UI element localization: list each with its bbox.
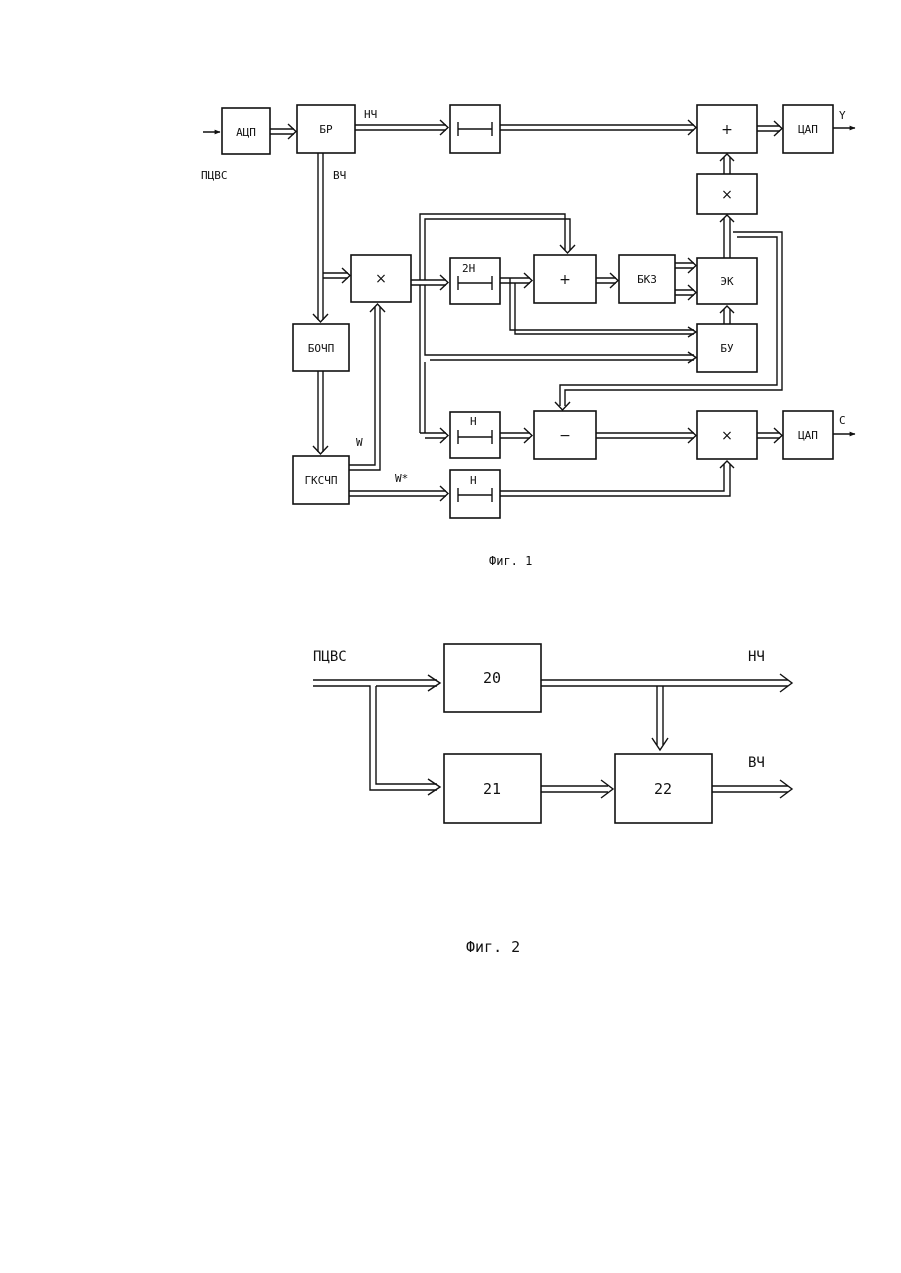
bus-bkz-ek-head	[688, 258, 696, 300]
delay-2n-label: 2Н	[462, 262, 475, 275]
bus-bochp-gkschp	[318, 371, 323, 452]
bus-adc-br-head	[288, 124, 296, 139]
mult-middle-symbol: ×	[375, 271, 387, 287]
bus-sub-mult-head	[688, 428, 696, 443]
delay-n-bottom-label: Н	[470, 474, 477, 487]
bus-adder-bkz	[596, 278, 616, 283]
fig1-caption: Фиг. 1	[489, 554, 532, 568]
w-star-label: W*	[395, 472, 408, 485]
bkz-label: БКЗ	[637, 273, 657, 286]
bus-21-22	[541, 786, 608, 792]
mult-top-right-symbol: ×	[721, 187, 733, 203]
bus-mult-dac-c-head	[774, 428, 782, 443]
bus-delayn-sub-head	[524, 428, 532, 443]
bus-br-delay-top-head	[440, 120, 448, 135]
block-22-label: 22	[654, 780, 672, 798]
bus-input	[313, 680, 437, 790]
delay-n-label: Н	[470, 415, 477, 428]
out-c-label: C	[839, 414, 846, 427]
bus-delay-adder-top-head	[688, 120, 696, 135]
figure-1: ПЦВС АЦП БР НЧ ВЧ + ЦАП Y ×	[201, 105, 855, 568]
figure-2: ПЦВС 20 НЧ 21 22 ВЧ Фиг. 2	[313, 644, 792, 956]
bus-bkz-ek	[675, 263, 694, 295]
bus-mult-adder-mid-head	[560, 245, 575, 253]
bus-20-lf-head	[780, 674, 792, 692]
block-21-label: 21	[483, 780, 501, 798]
adder-middle-symbol: +	[559, 272, 571, 288]
bus-delayn-sub	[500, 433, 530, 438]
bus-w-mult-head	[370, 304, 385, 312]
bus-adder-bkz-head	[610, 273, 618, 288]
bus-wstar-delay-head	[440, 486, 448, 501]
bus-mult-2n-head	[440, 275, 448, 290]
splitter-label: БР	[319, 123, 333, 136]
bochp-label: БОЧП	[308, 342, 335, 355]
bus-ek-mult-head	[720, 215, 734, 222]
mult-bottom-right-symbol: ×	[721, 428, 733, 444]
bus-br-bochp-head	[313, 314, 328, 322]
bus-21-22-head	[601, 780, 613, 798]
bus-bu-ek	[724, 309, 730, 324]
bus-ek-sub-head	[555, 402, 570, 410]
lf-label: НЧ	[364, 108, 377, 121]
bus-mult-adder	[724, 157, 730, 174]
bus-delay-adder-top	[500, 125, 694, 130]
bus-input-head-21	[428, 779, 440, 795]
bus-mult-delayn-head	[440, 428, 448, 443]
bus-br-delay-top	[355, 125, 446, 130]
bus-mult-dac-c	[757, 433, 780, 438]
bus-w-mult	[349, 307, 380, 470]
bus-delayn-mult	[500, 464, 730, 496]
bus-hf-mult-head	[342, 268, 350, 283]
out-y-label: Y	[839, 109, 846, 122]
fig1-input-label: ПЦВС	[201, 169, 228, 182]
adc-label: АЦП	[236, 126, 256, 139]
fig2-caption: Фиг. 2	[466, 938, 520, 956]
bus-20-22-head	[652, 738, 668, 750]
bus-wstar-delay	[349, 491, 446, 496]
bus-20-lf	[541, 680, 788, 686]
fig2-out-lf: НЧ	[748, 649, 765, 665]
bus-mult-adder-head	[720, 154, 734, 161]
bus-bochp-gkschp-head	[313, 446, 328, 454]
bus-2n-adder-head	[524, 273, 532, 288]
bus-delayn-mult-head	[720, 461, 734, 468]
hf-label: ВЧ	[333, 169, 346, 182]
fig2-input-label: ПЦВС	[313, 649, 347, 665]
bu-label: БУ	[720, 342, 734, 355]
bus-mult-2n	[411, 280, 446, 285]
adder-top-symbol: +	[721, 122, 733, 138]
dac-c-label: ЦАП	[798, 429, 818, 442]
bus-br-bochp	[318, 153, 323, 320]
fig2-out-hf: ВЧ	[748, 755, 765, 771]
bus-2n-bu-head	[688, 327, 696, 337]
bus-2n-adder	[500, 278, 530, 283]
bus-20-22	[657, 686, 663, 745]
w-label: W	[356, 436, 363, 449]
bus-input-head-20	[428, 675, 440, 691]
bus-adc-br	[270, 129, 294, 134]
bus-mult-delayn	[420, 433, 446, 438]
bus-adder-dac-y-head	[774, 121, 782, 136]
bus-adder-dac-y	[757, 126, 780, 131]
bus-sub-mult	[596, 433, 694, 438]
bus-22-hf	[712, 786, 788, 792]
ek-label: ЭК	[720, 275, 734, 288]
bus-mult-bu-head	[688, 352, 696, 363]
bus-bu-ek-head	[720, 306, 734, 313]
bus-hf-mult	[323, 273, 348, 278]
dac-y-label: ЦАП	[798, 123, 818, 136]
block-20-label: 20	[483, 669, 501, 687]
subtractor-symbol: −	[559, 428, 571, 444]
bus-22-hf-head	[780, 780, 792, 798]
gkschp-label: ГКСЧП	[304, 474, 337, 487]
bus-ek-mult	[724, 218, 730, 260]
